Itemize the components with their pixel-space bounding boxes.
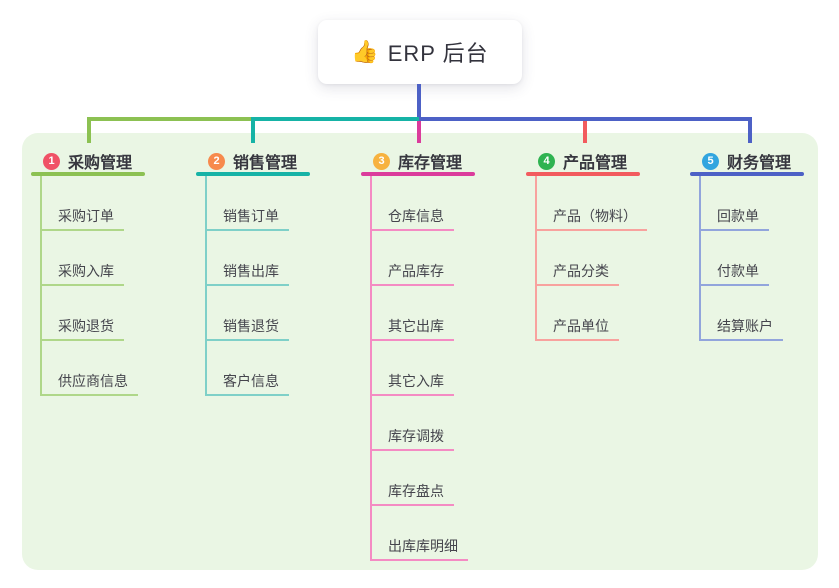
child-node[interactable]: 产品库存 [370,261,454,286]
branch-node-5[interactable]: 5 财务管理 [702,149,791,173]
branch-node-label: 产品管理 [563,155,628,172]
branch-node-label: 库存管理 [398,155,463,172]
branch-node-2[interactable]: 2 销售管理 [208,149,297,173]
branch-underline-2 [196,172,310,176]
branch-node-4[interactable]: 4 产品管理 [538,149,627,173]
child-node[interactable]: 库存调拨 [370,426,454,451]
branch-underline-3 [361,172,475,176]
child-node[interactable]: 付款单 [699,261,769,286]
branch-drop-line-5 [748,117,752,143]
child-node[interactable]: 回款单 [699,206,769,231]
branch-drop-line-4 [583,121,587,143]
child-node[interactable]: 客户信息 [205,371,289,396]
branch-underline-1 [31,172,145,176]
child-node[interactable]: 采购入库 [40,261,124,286]
branch-node-label: 销售管理 [233,155,298,172]
branch-child-connector-2 [205,176,207,396]
root-connector-line [417,84,421,121]
child-node[interactable]: 销售订单 [205,206,289,231]
root-node[interactable]: 👍 ERP 后台 [318,20,522,84]
branch-drop-line-1 [87,117,91,143]
root-node-label: ERP 后台 [387,41,489,66]
branch-child-connector-3 [370,176,372,561]
child-node[interactable]: 销售退货 [205,316,289,341]
child-node[interactable]: 销售出库 [205,261,289,286]
branch-child-connector-4 [535,176,537,341]
spine-segment-3 [419,117,752,121]
branch-node-label: 财务管理 [727,155,792,172]
branch-node-1[interactable]: 1 采购管理 [43,149,132,173]
branch-drop-line-2 [251,117,255,143]
child-node[interactable]: 产品分类 [535,261,619,286]
branch-number-badge: 4 [538,152,555,170]
branch-child-connector-1 [40,176,42,396]
spine-segment-1 [87,117,251,121]
child-node[interactable]: 仓库信息 [370,206,454,231]
child-node[interactable]: 出库库明细 [370,536,468,561]
branch-node-3[interactable]: 3 库存管理 [373,149,462,173]
child-node[interactable]: 结算账户 [699,316,783,341]
child-node[interactable]: 采购退货 [40,316,124,341]
child-node[interactable]: 采购订单 [40,206,124,231]
branch-number-badge: 1 [43,152,60,170]
child-node[interactable]: 库存盘点 [370,481,454,506]
spine-segment-2 [251,117,419,121]
child-node[interactable]: 产品单位 [535,316,619,341]
child-node[interactable]: 供应商信息 [40,371,138,396]
branch-child-connector-5 [699,176,701,341]
branch-number-badge: 3 [373,152,390,170]
thumbs-up-icon: 👍 [351,39,379,64]
branch-number-badge: 2 [208,152,225,170]
child-node[interactable]: 产品（物料） [535,206,647,231]
mindmap-background-panel [22,133,818,570]
child-node[interactable]: 其它入库 [370,371,454,396]
branch-number-badge: 5 [702,152,719,170]
branch-underline-5 [690,172,804,176]
child-node[interactable]: 其它出库 [370,316,454,341]
branch-node-label: 采购管理 [68,155,133,172]
branch-underline-4 [526,172,640,176]
branch-drop-line-3 [417,121,421,143]
